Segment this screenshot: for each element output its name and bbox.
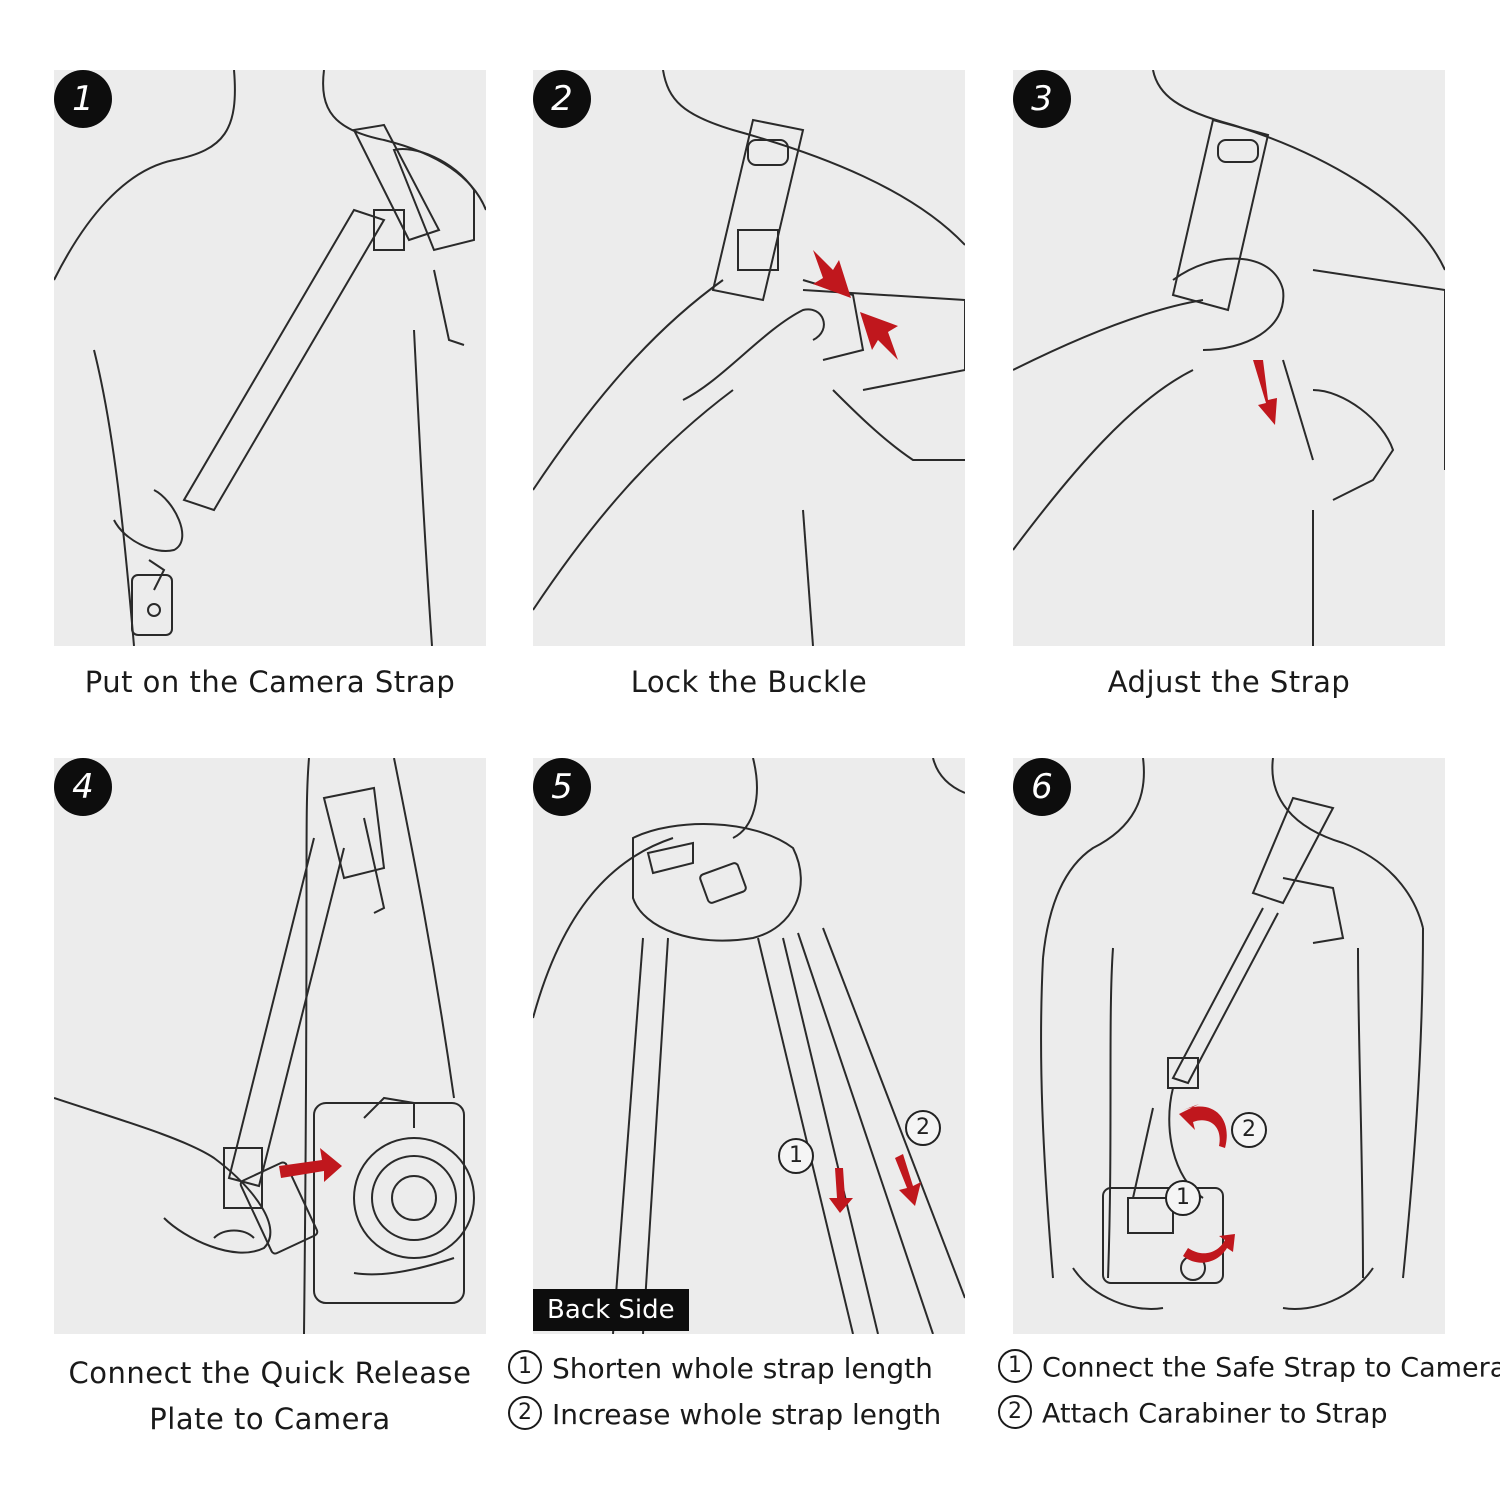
step-5-marker-1: 1 xyxy=(778,1138,814,1174)
step-4-illustration xyxy=(54,758,475,1334)
step-4-caption-line2: Plate to Camera xyxy=(149,1402,391,1436)
step-1-badge: 1 xyxy=(54,70,112,128)
step-5-illustration xyxy=(533,758,965,1334)
step-2-caption: Lock the Buckle xyxy=(630,665,868,699)
step-6-caption-num-1: 1 xyxy=(998,1349,1032,1383)
step-6-panel: 1 2 6 xyxy=(1013,758,1445,1334)
step-6-line2-text: Attach Carabiner to Strap xyxy=(1042,1398,1388,1430)
step-6-badge: 6 xyxy=(1013,758,1071,816)
step-5-marker-2: 2 xyxy=(905,1110,941,1146)
back-side-tag: Back Side xyxy=(533,1289,689,1331)
step-6-caption-num-2: 2 xyxy=(998,1395,1032,1429)
step-5-line2-text: Increase whole strap length xyxy=(552,1398,942,1431)
step-3-arrow xyxy=(1253,360,1277,425)
step-5-arrows xyxy=(829,1154,921,1213)
step-2-arrows xyxy=(813,250,898,360)
step-5-caption-line2: 2 Increase whole strap length xyxy=(508,1396,942,1433)
step-6-caption-line2: 2 Attach Carabiner to Strap xyxy=(998,1395,1388,1432)
step-6-caption-line1: 1 Connect the Safe Strap to Camera xyxy=(998,1349,1500,1386)
step-4-panel: 4 xyxy=(54,758,486,1334)
step-2-badge: 2 xyxy=(533,70,591,128)
step-3-caption: Adjust the Strap xyxy=(1107,665,1351,699)
step-2-panel: 2 xyxy=(533,70,965,646)
step-6-illustration xyxy=(1040,758,1424,1310)
step-1-illustration xyxy=(54,70,486,646)
step-1-caption: Put on the Camera Strap xyxy=(84,665,456,699)
step-5-line1-text: Shorten whole strap length xyxy=(552,1352,933,1385)
step-4-caption-line1: Connect the Quick Release xyxy=(68,1356,472,1390)
step-5-panel: 1 2 Back Side 5 xyxy=(533,758,965,1334)
step-4-arrow xyxy=(279,1148,342,1182)
step-3-panel: 3 xyxy=(1013,70,1445,646)
step-6-marker-1: 1 xyxy=(1165,1180,1201,1216)
step-1-panel: 1 xyxy=(54,70,486,646)
step-3-badge: 3 xyxy=(1013,70,1071,128)
step-3-illustration xyxy=(1013,70,1445,646)
step-5-caption-num-1: 1 xyxy=(508,1350,542,1384)
step-4-badge: 4 xyxy=(54,758,112,816)
step-5-badge: 5 xyxy=(533,758,591,816)
step-2-illustration xyxy=(533,70,965,646)
step-5-caption-line1: 1 Shorten whole strap length xyxy=(508,1350,933,1387)
step-6-marker-2: 2 xyxy=(1231,1112,1267,1148)
step-6-arrows xyxy=(1179,1104,1235,1263)
step-5-caption-num-2: 2 xyxy=(508,1396,542,1430)
step-6-line1-text: Connect the Safe Strap to Camera xyxy=(1042,1352,1500,1384)
